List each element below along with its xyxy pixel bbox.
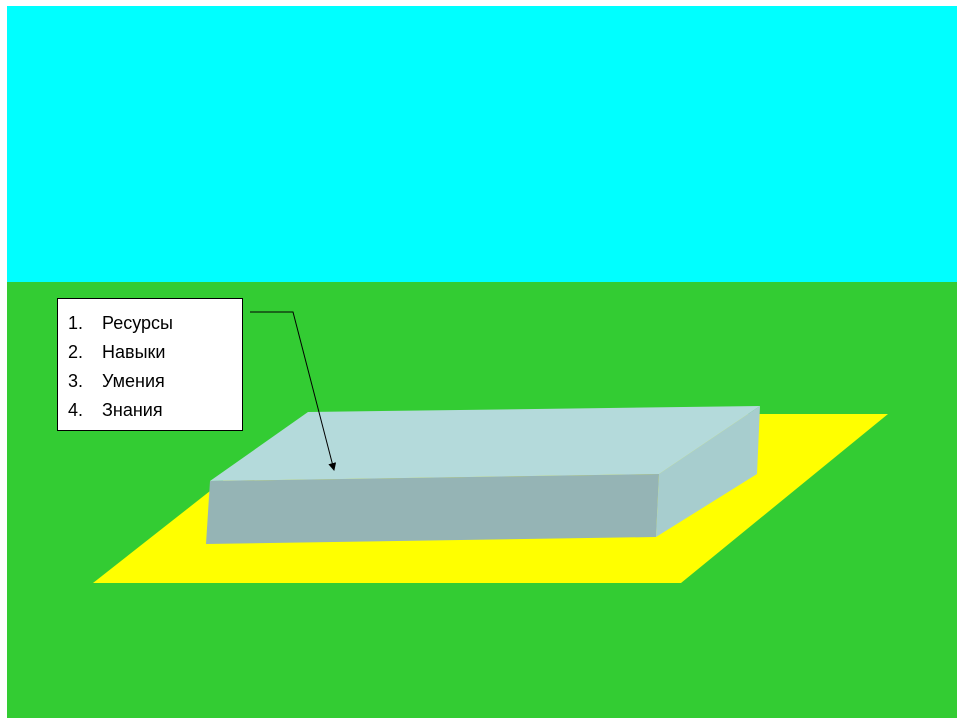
callout-list-box: 1. Ресурсы 2. Навыки 3. Умения 4. Знания (57, 298, 243, 431)
list-item-1: 1. Ресурсы (58, 309, 242, 338)
box-front-face (206, 474, 659, 544)
list-number: 2. (68, 342, 84, 362)
list-number: 3. (68, 371, 84, 391)
list-number: 4. (68, 400, 84, 420)
list-item-4: 4. Знания (58, 396, 242, 425)
box-side-face (656, 406, 760, 537)
box-top-face (210, 406, 760, 481)
list-number: 1. (68, 313, 84, 333)
list-item-3: 3. Умения (58, 367, 242, 396)
list-label: Знания (102, 400, 163, 420)
list-label: Навыки (102, 342, 166, 362)
list-label: Умения (102, 371, 165, 391)
callout-list: 1. Ресурсы 2. Навыки 3. Умения 4. Знания (58, 299, 242, 425)
callout-leader-arrow (250, 311, 337, 471)
sky-background (7, 6, 957, 282)
list-item-2: 2. Навыки (58, 338, 242, 367)
list-label: Ресурсы (102, 313, 173, 333)
